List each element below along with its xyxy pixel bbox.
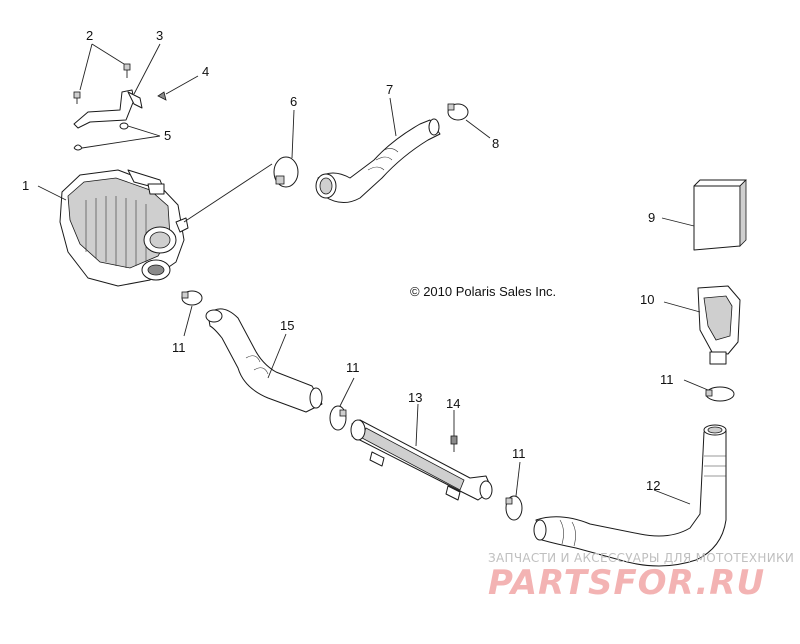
resonator-13 (350, 419, 493, 501)
intake-housing-10 (697, 285, 741, 365)
tube-12 (533, 424, 727, 567)
watermark-brand: PARTSFOR.RU (488, 563, 765, 603)
callout-2: 2 (86, 28, 93, 43)
callout-5: 5 (164, 128, 171, 143)
mounting-hardware (73, 63, 167, 151)
callout-4: 4 (202, 64, 209, 79)
hose-7 (315, 118, 441, 203)
callout-11-mid: 11 (346, 360, 360, 375)
callout-8: 8 (492, 136, 499, 151)
leader-lines (37, 43, 709, 505)
callout-9: 9 (648, 210, 655, 225)
callout-1: 1 (22, 178, 29, 193)
bolt-lower (73, 91, 81, 104)
callout-11-left: 11 (172, 340, 186, 355)
clamp-11-right (505, 495, 523, 521)
copyright-notice: © 2010 Polaris Sales Inc. (410, 284, 556, 299)
fitting-14 (450, 435, 458, 452)
clamp-8 (447, 103, 469, 121)
callout-14: 14 (446, 396, 460, 411)
bolt-upper (123, 63, 131, 78)
callout-15: 15 (280, 318, 294, 333)
callout-13: 13 (408, 390, 422, 405)
callout-11-right: 11 (512, 446, 526, 461)
watermark-tagline: ЗАПЧАСТИ И АКСЕССУАРЫ ДЛЯ МОТОТЕХНИКИ (488, 551, 794, 565)
cover-9 (693, 179, 747, 251)
callout-labels: 1 2 3 4 5 6 7 8 9 10 11 11 11 11 12 13 1… (22, 28, 674, 493)
callout-3: 3 (156, 28, 163, 43)
hose-15 (205, 308, 323, 413)
clamp-6 (273, 156, 299, 188)
callout-7: 7 (386, 82, 393, 97)
clamp-11-mid (329, 405, 347, 431)
callout-6: 6 (290, 94, 297, 109)
callout-11-top-right: 11 (660, 372, 674, 387)
clamp-11-top-right (705, 386, 735, 402)
airbox-part (59, 169, 189, 287)
clamp-11-left (181, 290, 203, 306)
callout-10: 10 (640, 292, 654, 307)
callout-12: 12 (646, 478, 660, 493)
